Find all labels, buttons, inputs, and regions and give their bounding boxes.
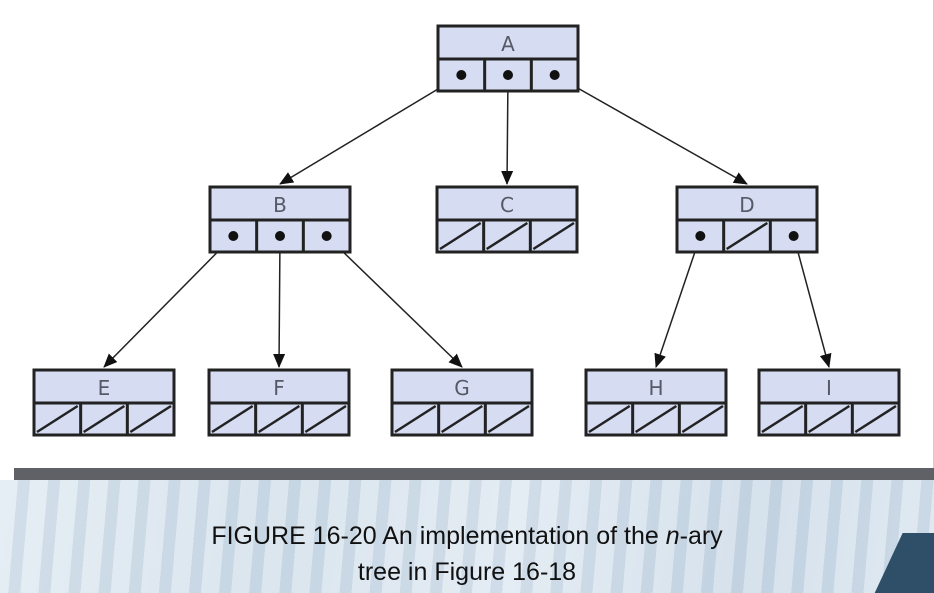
edge-d-i <box>792 235 832 368</box>
node-label: B <box>273 193 287 217</box>
pointer-dot <box>228 231 239 241</box>
node-label: A <box>501 32 515 56</box>
null-pointer-slash <box>634 404 678 434</box>
null-pointer-slash <box>487 404 530 434</box>
node-label: H <box>648 376 663 400</box>
null-pointer-slash <box>257 404 301 434</box>
null-pointer-slash <box>394 404 437 434</box>
tree-node-c: C <box>435 185 579 254</box>
null-pointer-slash <box>588 404 631 434</box>
edge-b-e <box>103 235 234 368</box>
null-pointer-slash <box>485 221 529 251</box>
edge-b-f <box>273 235 286 368</box>
null-pointer-slash <box>807 404 851 434</box>
null-pointer-slash <box>82 404 126 434</box>
pointer-dot <box>503 70 513 80</box>
pointer-dot <box>321 231 332 241</box>
figure-panel: A B C D E F G H I <box>32 0 934 468</box>
caption-line-1: FIGURE 16-20 An implementation of the n-… <box>0 518 934 554</box>
null-pointer-slash <box>725 221 769 251</box>
caption-suffix: -ary <box>679 522 723 550</box>
node-label: D <box>739 193 754 217</box>
tree-node-f: F <box>207 368 351 437</box>
slide-background <box>0 480 934 593</box>
null-pointer-slash <box>854 404 897 434</box>
tree-node-i: I <box>757 368 901 437</box>
null-pointer-slash <box>36 404 79 434</box>
node-label: C <box>500 193 514 217</box>
caption-emphasis: n <box>665 522 680 550</box>
pointer-dot <box>456 70 467 80</box>
edge-b-g <box>326 235 463 368</box>
node-label: I <box>826 376 832 400</box>
tree-node-e: E <box>32 368 176 437</box>
null-pointer-slash <box>129 404 172 434</box>
figure-shadow-bar <box>14 468 934 480</box>
tree-node-h: H <box>584 368 728 437</box>
tree-node-g: G <box>390 368 534 437</box>
node-label: E <box>98 376 111 400</box>
node-label: F <box>273 376 285 400</box>
node-label: G <box>454 376 470 400</box>
caption-prefix: FIGURE 16-20 An implementation of the <box>211 522 666 550</box>
edge-a-d <box>554 74 748 185</box>
edge-a-c <box>501 74 514 185</box>
tree-node-d: D <box>675 185 819 254</box>
null-pointer-slash <box>440 404 484 434</box>
null-pointer-slash <box>211 404 254 434</box>
null-pointer-slash <box>532 221 575 251</box>
figure-caption: FIGURE 16-20 An implementation of the n-… <box>0 518 934 590</box>
pointer-dot <box>549 70 560 80</box>
pointer-dot <box>788 231 799 241</box>
null-pointer-slash <box>439 221 482 251</box>
tree-node-a: A <box>436 24 580 93</box>
caption-line-2: tree in Figure 16-18 <box>357 558 577 586</box>
pointer-dot <box>275 231 285 241</box>
edge-d-h <box>654 235 702 368</box>
null-pointer-slash <box>304 404 347 434</box>
tree-diagram: A B C D E F G H I <box>32 24 901 437</box>
tree-node-b: B <box>208 185 352 254</box>
null-pointer-slash <box>681 404 724 434</box>
edge-a-b <box>279 74 462 185</box>
pointer-dot <box>695 231 706 241</box>
null-pointer-slash <box>761 404 804 434</box>
